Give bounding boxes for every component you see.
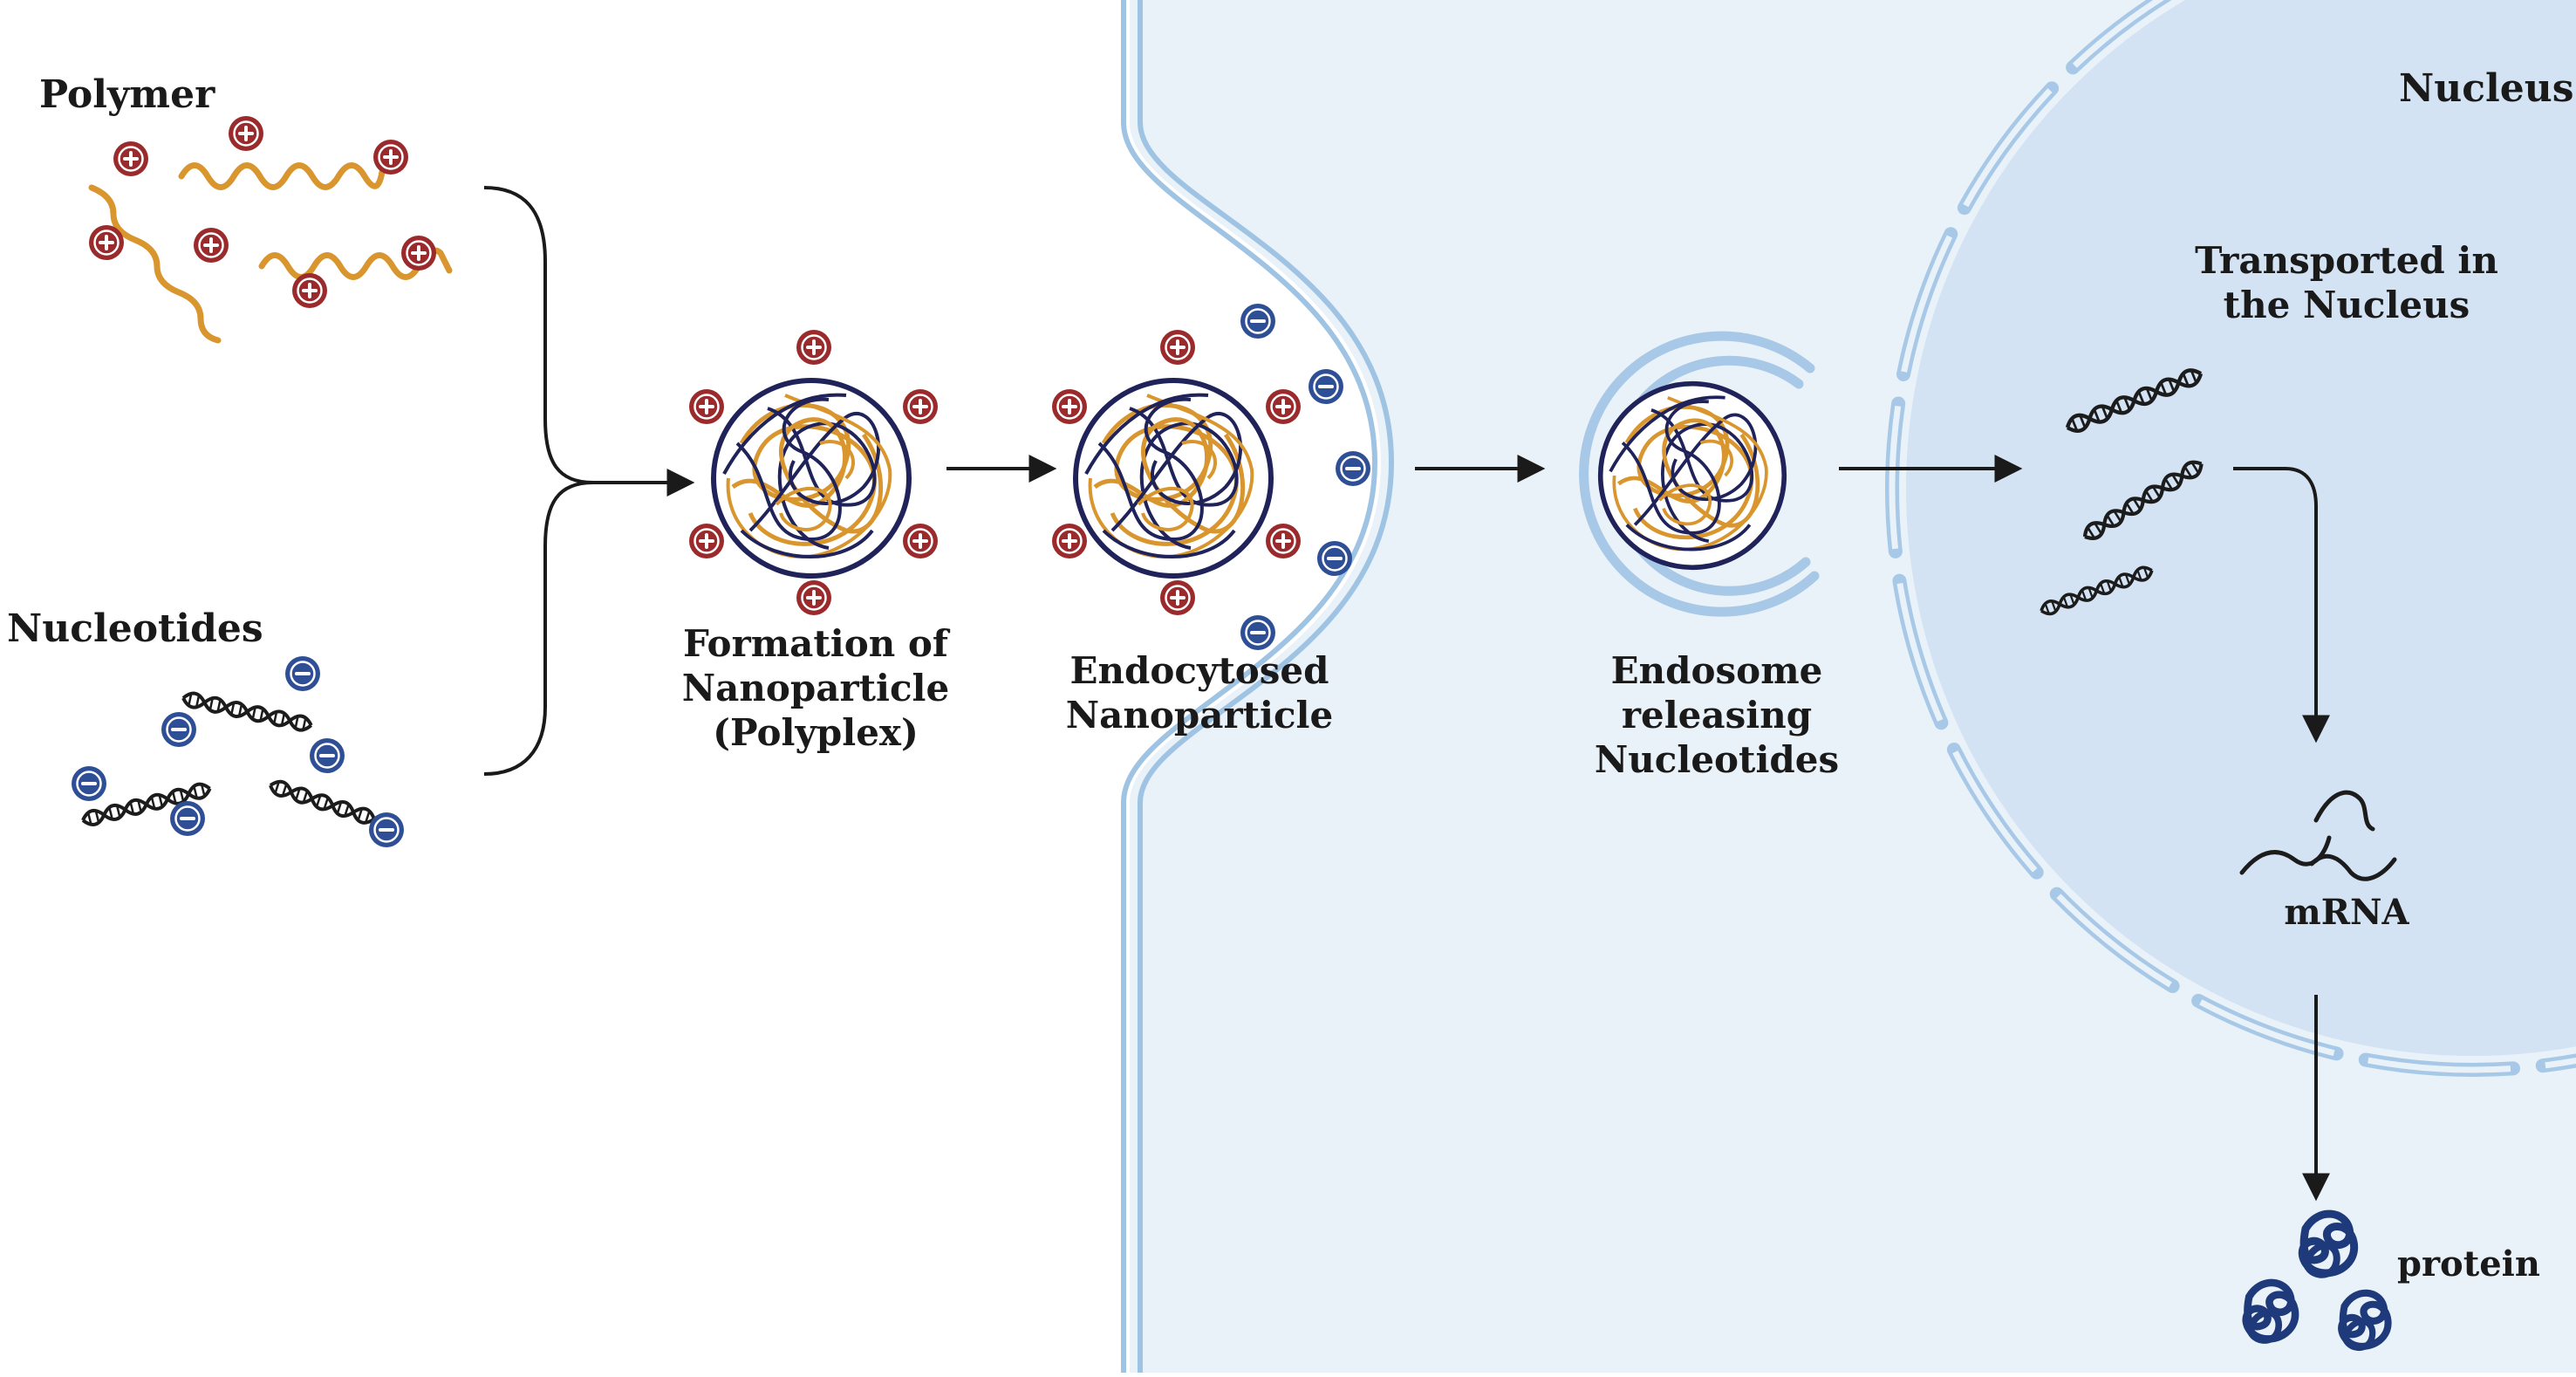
nucleotide-helices <box>79 689 400 834</box>
label-endosome: Endosome releasing Nucleotides <box>1542 648 1891 783</box>
nuclear-envelope-core <box>1889 0 2576 1073</box>
mrna-strands <box>2239 790 2397 881</box>
label-endocytosed-line-1: Endocytosed <box>1069 649 1329 692</box>
label-formation-line-3: (Polyplex) <box>713 711 919 755</box>
label-protein: protein <box>2397 1243 2540 1285</box>
label-transported-line-1: Transported in <box>2195 239 2498 282</box>
label-nucleus: Nucleus <box>2399 66 2574 111</box>
nucleus <box>1906 0 2576 1056</box>
polymer-strands <box>88 162 453 344</box>
label-endocytosed-line-2: Nanoparticle <box>1065 694 1334 737</box>
merge-bracket <box>483 186 594 776</box>
cell-membrane <box>1121 0 1378 1373</box>
label-formation: Formation of Nanoparticle (Polyplex) <box>641 621 990 756</box>
polyplex-icon <box>714 380 909 576</box>
label-polymer: Polymer <box>39 72 215 117</box>
label-transported: Transported in the Nucleus <box>2163 238 2530 327</box>
nucleotide-charges <box>70 654 406 849</box>
label-mrna: mRNA <box>2284 892 2409 933</box>
label-nucleotides: Nucleotides <box>7 606 263 651</box>
label-formation-line-2: Nanoparticle <box>681 667 950 710</box>
polyplex-icon <box>1601 384 1785 568</box>
polymer-charges <box>87 114 438 310</box>
label-endosome-line-3: Nucleotides <box>1594 738 1840 782</box>
label-endocytosed: Endocytosed Nanoparticle <box>1025 648 1374 737</box>
label-transported-line-2: the Nucleus <box>2223 284 2470 327</box>
label-endosome-line-1: Endosome <box>1610 649 1823 692</box>
label-formation-line-1: Formation of <box>683 622 948 665</box>
arrow-icon <box>2233 467 2330 743</box>
cell-membrane-inner <box>1138 0 1395 1373</box>
label-endosome-line-2: releasing <box>1621 694 1813 737</box>
polyplex-icon <box>1076 380 1271 576</box>
